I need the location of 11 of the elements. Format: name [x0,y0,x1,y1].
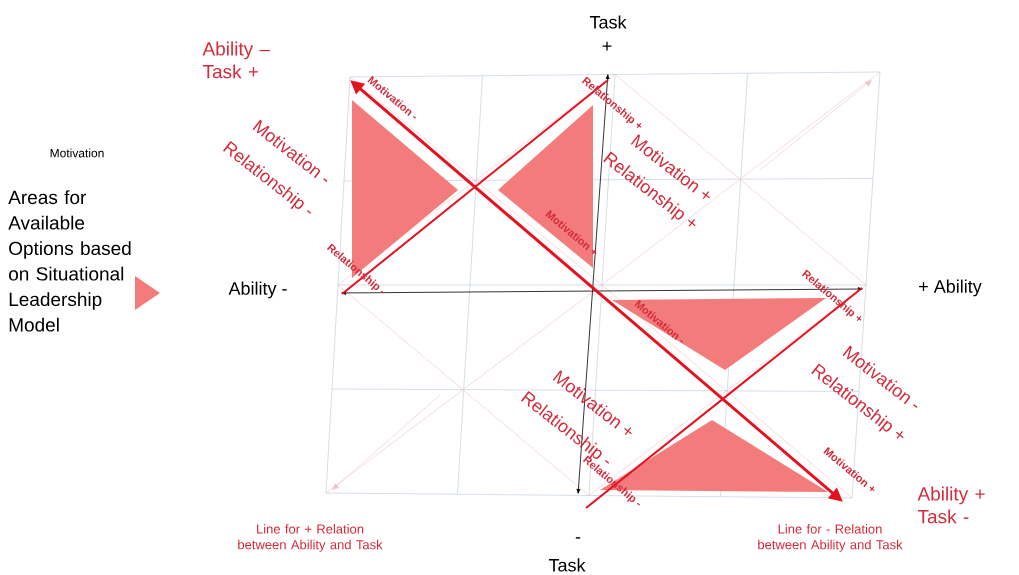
axis-label: Ability - [228,281,287,299]
line-caption: Line for - Relation between Ability and Task [758,524,903,552]
axis-label: Task [589,15,627,29]
corner-label: Ability + Task - [917,486,985,524]
corner-label: Ability – Task + [202,41,271,79]
axis-sign: - [575,537,581,539]
legend-text: Areas for Available Options based on Situational Leadership Model [8,190,131,332]
axis-label: + Ability [919,279,982,297]
axis-sign: + [602,41,612,51]
line-caption: Line for + Relation between Ability and Task [238,524,383,552]
side-label: Motivation [50,148,104,158]
